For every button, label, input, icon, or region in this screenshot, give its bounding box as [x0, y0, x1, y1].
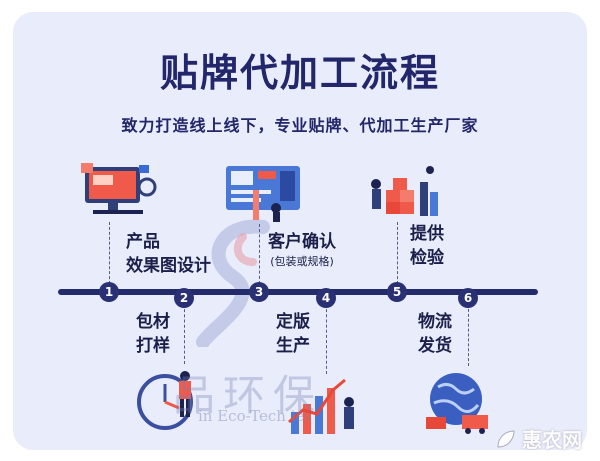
step-4-line1: 定版 [276, 312, 310, 332]
step-1-number: 1 [99, 282, 119, 302]
clock-person-icon [137, 371, 193, 430]
page-subtitle: 致力打造线上线下，专业贴牌、代加工生产厂家 [121, 116, 479, 135]
flowchart-card: 贴牌代加工流程 致力打造线上线下，专业贴牌、代加工生产厂家 [13, 12, 587, 450]
growth-chart-icon [288, 378, 354, 434]
step-3-line1: 客户确认 [268, 232, 336, 252]
step-3-note: (包装或规格) [270, 255, 334, 268]
step-4-connector [326, 304, 327, 374]
step-6-connector [468, 304, 469, 366]
step-1-label: 产品 效果图设计 [126, 230, 211, 278]
globe-logistics-icon [426, 373, 488, 434]
step-5-connector [397, 222, 398, 284]
step-2-connector [184, 304, 185, 364]
corner-watermark: 惠农网 [494, 424, 582, 453]
watermark-company-cn: 品环保 [173, 371, 324, 420]
step-2-line2: 打样 [136, 336, 170, 356]
step-5-line1: 提供 [410, 224, 444, 244]
corner-watermark-text: 惠农网 [522, 428, 582, 452]
step-1-line2: 效果图设计 [126, 256, 211, 276]
step-5-line2: 检验 [410, 248, 444, 268]
step-3-number: 3 [249, 282, 269, 302]
warehouse-boxes-icon [371, 166, 438, 216]
step-6-line2: 发货 [418, 336, 452, 356]
step-4-line2: 生产 [276, 336, 310, 356]
step-2-line1: 包材 [136, 312, 170, 332]
step-5-number: 5 [387, 282, 407, 302]
step-2-number: 2 [174, 288, 194, 308]
step-3-label: 客户确认 (包装或规格) [268, 230, 336, 270]
timeline-line [58, 289, 538, 295]
watermark-company-en: in Eco-Tech ies [198, 407, 313, 425]
step-6-line1: 物流 [418, 312, 452, 332]
dashboard-board-icon [226, 166, 300, 222]
step-1-line1: 产品 [126, 232, 160, 252]
leaf-logo-icon [196, 219, 270, 347]
leaf-mark-icon [497, 429, 515, 448]
step-6-number: 6 [458, 288, 478, 308]
page-title: 贴牌代加工流程 [159, 51, 440, 95]
step-4-number: 4 [316, 288, 336, 308]
step-5-label: 提供 检验 [410, 222, 444, 270]
step-3-connector [259, 224, 260, 284]
step-1-connector [109, 222, 110, 284]
design-computer-icon [81, 163, 157, 214]
step-2-label: 包材 打样 [136, 310, 170, 358]
step-4-label: 定版 生产 [276, 310, 310, 358]
step-6-label: 物流 发货 [418, 310, 452, 358]
